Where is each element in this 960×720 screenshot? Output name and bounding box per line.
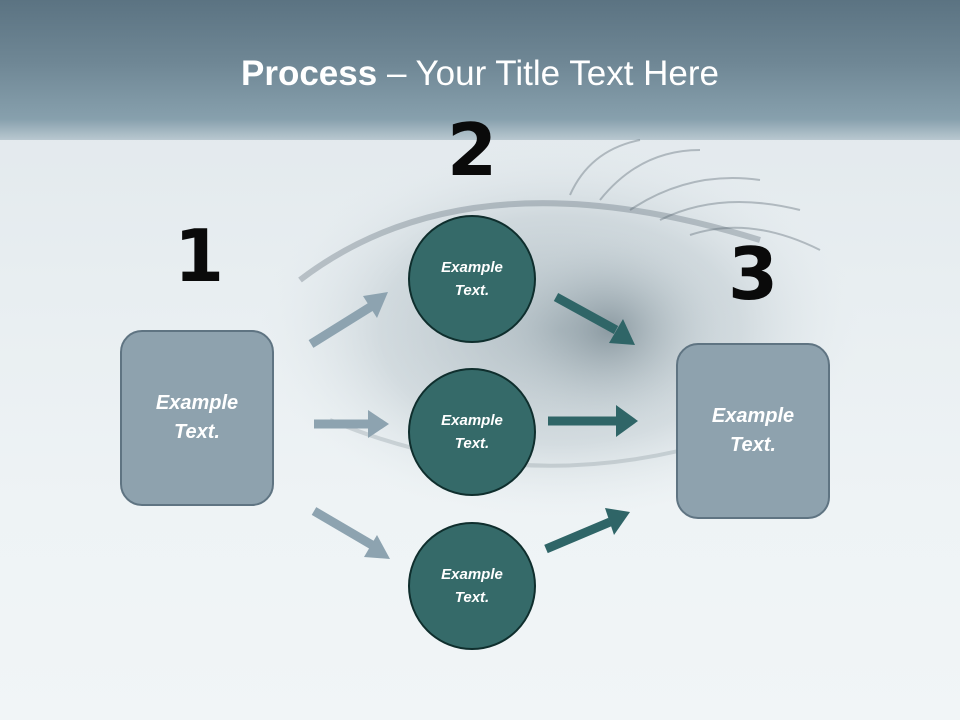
step-number-2: 2 (446, 108, 498, 192)
slide-title: Process – Your Title Text Here (0, 52, 960, 96)
circle-middle: Example Text. (408, 368, 536, 496)
title-rest: – Your Title Text Here (377, 54, 719, 93)
right-box: Example Text. (676, 343, 830, 519)
left-box: Example Text. (120, 330, 274, 506)
step-number-3: 3 (727, 232, 779, 316)
circle-middle-text: Example Text. (441, 412, 503, 452)
right-box-text: Example Text. (711, 405, 795, 456)
circle-bottom-text: Example Text. (441, 566, 503, 606)
circle-bottom: Example Text. (408, 522, 536, 650)
arrow-top-to-right (553, 293, 635, 345)
step-number-1: 1 (173, 214, 225, 298)
title-bold: Process (241, 54, 378, 93)
arrow-bottom-to-right (544, 508, 630, 554)
arrow-left-to-bottom (311, 507, 390, 559)
arrow-left-to-middle (314, 410, 389, 438)
arrow-left-to-top (308, 292, 388, 348)
circle-top-text: Example Text. (441, 259, 503, 299)
arrow-middle-to-right (548, 405, 638, 437)
left-box-text: Example Text. (155, 392, 239, 443)
title-band (0, 0, 960, 140)
circle-top: Example Text. (408, 215, 536, 343)
